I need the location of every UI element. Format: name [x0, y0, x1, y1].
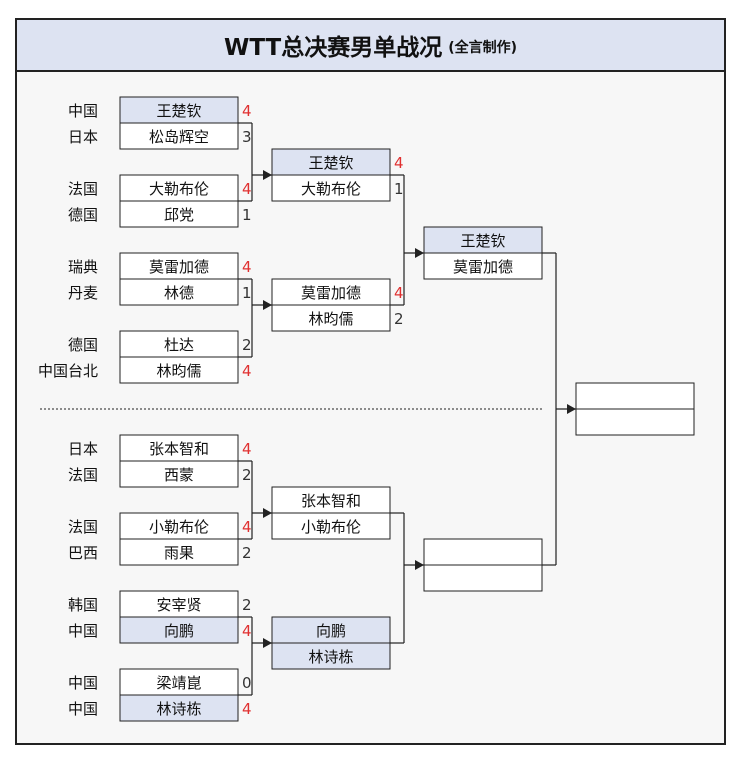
player-name: 张本智和: [149, 440, 209, 458]
player-slot: [119, 278, 239, 306]
player-score: 2: [242, 544, 252, 562]
player-score: 4: [242, 700, 252, 718]
player-score: 3: [242, 128, 252, 146]
player-name: 向鹏: [316, 622, 346, 640]
arrow-icon: [415, 248, 424, 258]
player-country: 日本: [68, 440, 98, 458]
player-slot: [575, 408, 695, 436]
player-slot: [119, 330, 239, 358]
title-bar: WTT总决赛男单战况 (全言制作): [17, 20, 724, 72]
player-name: 王楚钦: [156, 102, 201, 120]
player-slot: [119, 122, 239, 150]
player-name: 安宰贤: [156, 596, 201, 614]
player-score: 1: [242, 206, 252, 224]
arrow-icon: [415, 560, 424, 570]
player-country: 日本: [68, 128, 98, 146]
player-country: 德国: [68, 336, 98, 354]
player-score: 4: [394, 284, 404, 302]
player-name: 莫雷加德: [149, 258, 209, 276]
player-name: 西蒙: [164, 466, 194, 484]
player-slot: [271, 148, 391, 176]
player-slot: [271, 512, 391, 540]
player-name: 大勒布伦: [149, 180, 209, 198]
page-subtitle: (全言制作): [448, 40, 518, 56]
page-title: WTT总决赛男单战况: [223, 35, 443, 61]
player-name: 林德: [164, 284, 194, 302]
arrow-icon: [263, 300, 272, 310]
player-slot: [119, 252, 239, 280]
player-slot: [423, 564, 543, 592]
player-score: 4: [242, 102, 252, 120]
player-name: 小勒布伦: [149, 518, 209, 536]
player-slot: [119, 694, 239, 722]
player-score: 2: [394, 310, 404, 328]
player-slot: [575, 382, 695, 410]
arrow-icon: [263, 638, 272, 648]
player-country: 巴西: [68, 544, 98, 562]
player-slot: [119, 200, 239, 228]
player-score: 4: [242, 518, 252, 536]
player-slot: [119, 616, 239, 644]
player-slot: [119, 174, 239, 202]
player-slot: [119, 668, 239, 696]
player-name: 莫雷加德: [301, 284, 361, 302]
player-score: 4: [242, 622, 252, 640]
player-name: 王楚钦: [460, 232, 505, 250]
player-country: 中国: [68, 622, 98, 640]
player-slot: [119, 460, 239, 488]
player-slot: [271, 304, 391, 332]
player-name: 大勒布伦: [301, 180, 361, 198]
player-country: 德国: [68, 206, 98, 224]
player-score: 0: [242, 674, 252, 692]
player-slot: [119, 434, 239, 462]
player-name: 张本智和: [301, 492, 361, 510]
player-name: 松岛辉空: [149, 128, 209, 146]
player-name: 王楚钦: [308, 154, 353, 172]
player-slot: [271, 278, 391, 306]
player-country: 瑞典: [68, 258, 98, 276]
player-name: 杜达: [164, 336, 194, 354]
player-score: 1: [242, 284, 252, 302]
player-name: 林昀儒: [156, 362, 201, 380]
player-score: 4: [394, 154, 404, 172]
arrow-icon: [263, 508, 272, 518]
player-slot: [423, 538, 543, 566]
player-country: 中国: [68, 700, 98, 718]
player-country: 中国台北: [38, 362, 98, 380]
player-slot: [119, 590, 239, 618]
player-name: 邱党: [164, 206, 194, 224]
player-name: 向鹏: [164, 622, 194, 640]
player-country: 中国: [68, 102, 98, 120]
player-country: 中国: [68, 674, 98, 692]
player-score: 4: [242, 180, 252, 198]
player-score: 4: [242, 258, 252, 276]
player-name: 莫雷加德: [453, 258, 513, 276]
player-name: 林昀儒: [308, 310, 353, 328]
player-country: 法国: [68, 466, 98, 484]
player-slot: [119, 356, 239, 384]
player-name: 梁靖崑: [156, 674, 201, 692]
player-score: 1: [394, 180, 404, 198]
player-country: 丹麦: [68, 284, 98, 302]
arrow-icon: [263, 170, 272, 180]
player-country: 韩国: [68, 596, 98, 614]
player-slot: [423, 252, 543, 280]
player-slot: [271, 174, 391, 202]
player-country: 法国: [68, 518, 98, 536]
player-score: 2: [242, 596, 252, 614]
player-name: 林诗栋: [156, 700, 201, 718]
player-score: 2: [242, 336, 252, 354]
player-name: 雨果: [164, 544, 194, 562]
player-slot: [423, 226, 543, 254]
player-score: 2: [242, 466, 252, 484]
arrow-icon: [567, 404, 576, 414]
player-score: 4: [242, 440, 252, 458]
player-score: 4: [242, 362, 252, 380]
player-name: 小勒布伦: [301, 518, 361, 536]
player-slot: [119, 538, 239, 566]
player-slot: [271, 642, 391, 670]
player-country: 法国: [68, 180, 98, 198]
player-name: 林诗栋: [308, 648, 353, 666]
